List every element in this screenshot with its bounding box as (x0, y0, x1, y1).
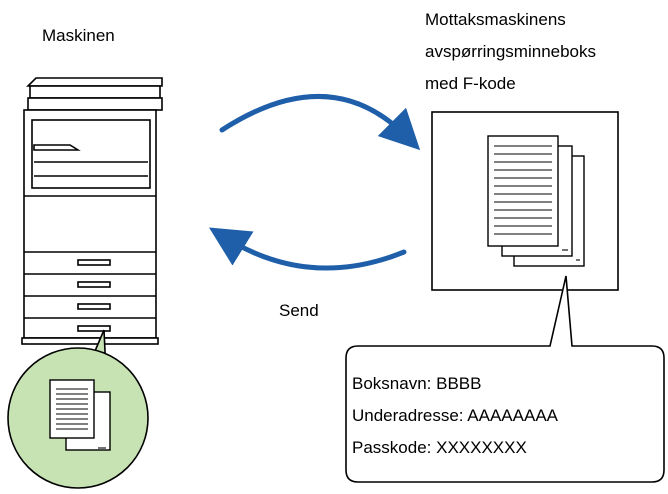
poll-arrow-icon (219, 93, 421, 151)
sub-address-text: Underadresse: AAAAAAAA (352, 406, 559, 425)
receiver-label-line2: avspørringsminneboks (425, 42, 597, 61)
info-callout (345, 275, 665, 483)
document-stack-icon (487, 135, 585, 267)
machine-label: Maskinen (42, 26, 115, 45)
copier-machine-icon (21, 77, 163, 345)
document-stack-icon (49, 379, 111, 451)
send-label: Send (279, 301, 319, 320)
receiver-label-line3: med F-kode (425, 74, 516, 93)
send-arrow-icon (208, 227, 407, 271)
receiver-label-line1: Mottaksmaskinens (425, 10, 566, 29)
passcode-text: Passkode: XXXXXXXX (352, 438, 527, 457)
box-name-text: Boksnavn: BBBB (352, 374, 482, 393)
